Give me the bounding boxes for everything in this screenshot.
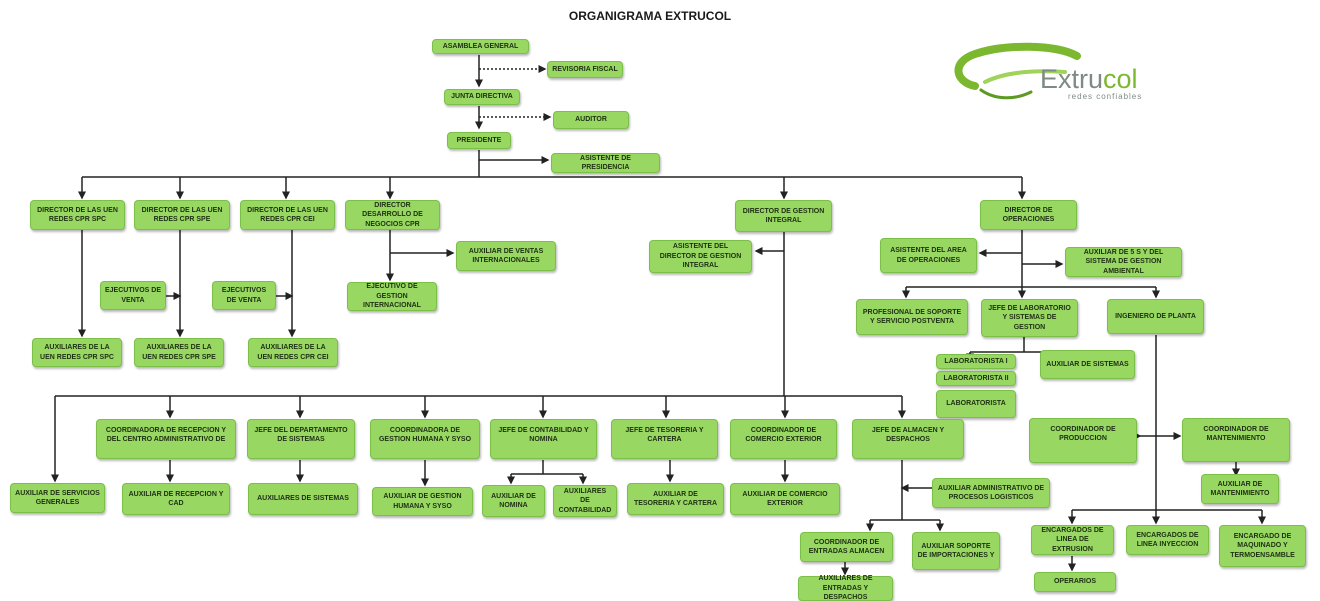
- node-auxiliar-procesos-logisticos: AUXILIAR ADMINISTRATIVO DE PROCESOS LOGI…: [932, 478, 1050, 508]
- node-encargado-maquinado: ENCARGADO DE MAQUINADO Y TERMOENSAMBLE: [1219, 525, 1306, 567]
- node-coordinadora-gestion-humana: COORDINADORA DE GESTION HUMANA Y SySO: [370, 419, 480, 459]
- node-director-uen-cei: DIRECTOR DE LAS UEN REDES CPR CEI: [240, 200, 335, 230]
- node-auxiliar-sistemas-lab: AUXILIAR de SISTEMAS: [1040, 350, 1135, 379]
- node-auxiliar-tesoreria: AUXILIAR DE TESORERIA Y CARTERA: [627, 483, 724, 515]
- logo-wordmark-prefix: Extru: [1040, 64, 1104, 94]
- node-director-operaciones: DIRECTOR DE OPERACIONES: [980, 200, 1077, 230]
- node-auditor: AUDITOR: [553, 111, 629, 129]
- node-asistente-area-operaciones: ASISTENTE DEL AREA DE OPERACIONES: [880, 238, 977, 273]
- node-asistente-director-gestion: ASISTENTE DEL DIRECTOR DE GESTION INTEGR…: [649, 240, 752, 273]
- node-presidente: PRESIDENTE: [447, 132, 511, 149]
- node-operarios: OPERARIOS: [1034, 572, 1116, 592]
- node-coordinador-produccion: COORDINADOR DE PRODUCCION: [1029, 418, 1137, 463]
- node-auxiliares-uen-cei: AUXILIARES DE LA UEN REDES CPR CEI: [248, 338, 338, 367]
- node-jefe-contabilidad: JEFE DE CONTABILIDAD Y NOMINA: [490, 419, 597, 459]
- node-coordinador-comercio-exterior: COORDINADOR DE COMERCIO EXTERIOR: [730, 419, 837, 459]
- node-auxiliar-comercio-exterior: AUXILIAR DE COMERCIO EXTERIOR: [730, 483, 840, 515]
- node-director-uen-spc: DIRECTOR DE LAS UEN REDES CPR SPC: [30, 200, 125, 230]
- node-coordinador-entradas: COORDINADOR DE ENTRADAS ALMACEN: [800, 532, 893, 562]
- node-revisoria: REVISORIA FISCAL: [547, 61, 623, 78]
- node-director-gestion-integral: DIRECTOR DE GESTION INTEGRAL: [735, 200, 832, 232]
- node-coordinador-mantenimiento: COORDINADOR DE MANTENIMIENTO: [1182, 418, 1290, 462]
- node-director-desarrollo: DIRECTOR DESARROLLO DE NEGOCIOS CPR: [345, 200, 440, 230]
- node-auxiliares-entradas: AUXILIARES DE ENTRADAS Y DESPACHOS: [798, 575, 893, 601]
- node-encargados-extrusion: ENCARGADOS DE LINEA DE EXTRUSION: [1031, 525, 1114, 555]
- node-auxiliares-contabilidad: AUXILIARES DE CONTABILIDAD: [553, 485, 617, 517]
- node-auxiliares-uen-spc: AUXILIARES DE LA UEN REDES CPR SPC: [32, 338, 122, 367]
- node-asamblea: ASAMBLEA GENERAL: [432, 39, 529, 54]
- node-auxiliar-gestion-humana: AUXILIAR DE GESTION HUMANA Y SYSO: [372, 487, 473, 516]
- node-profesional-soporte: PROFESIONAL DE SOPORTE Y SERVICIO POSTVE…: [856, 299, 968, 335]
- node-jefe-sistemas: JEFE DEL DEPARTAMENTO DE SISTEMAS: [247, 419, 355, 459]
- node-laboratorista-1: LABORATORISTA I: [936, 354, 1016, 369]
- node-coordinadora-recepcion: COORDINADORA DE RECEPCION Y DEL CENTRO A…: [96, 419, 236, 459]
- node-ingeniero-planta: INGENIERO DE PLANTA: [1107, 299, 1204, 334]
- node-ejecutivos-venta-cei: EJECUTIVOS DE VENTA: [212, 281, 276, 310]
- extrucol-logo: [954, 42, 1081, 100]
- node-auxiliar-recepcion: AUXILIAR DE RECEPCION Y CAD: [122, 483, 230, 515]
- node-jefe-almacen: JEFE DE ALMACEN Y DESPACHOS: [852, 419, 964, 459]
- node-ejecutivos-venta-spe: EJECUTIVOS DE VENTA: [100, 281, 166, 310]
- node-auxiliar-servicios-generales: AUXILIAR DE SERVICIOS GENERALES: [10, 483, 105, 513]
- node-jefe-laboratorio: JEFE DE LABORATORIO Y SISTEMAS DE GESTIO…: [981, 299, 1078, 337]
- node-auxiliar-soporte-importaciones: AUXILIAR SOPORTE DE IMPORTACIONES Y: [912, 532, 1000, 570]
- node-auxiliar-ventas-internacionales: AUXILIAR DE VENTAS INTERNACIONALES: [456, 241, 556, 271]
- node-auxiliar-mantenimiento: AUXILIAR DE MANTENIMIENTO: [1201, 474, 1279, 504]
- node-director-uen-spe: DIRECTOR DE LAS UEN REDES CPR SPE: [134, 200, 230, 230]
- logo-wordmark: Extrucol: [1040, 64, 1138, 95]
- node-jefe-tesoreria: JEFE DE TESORERIA Y CARTERA: [611, 419, 718, 459]
- node-laboratorista-2: LABORATORISTA II: [936, 371, 1016, 386]
- node-auxiliar-5s: AUXILIAR DE 5 S Y DEL SISTEMA DE GESTION…: [1065, 247, 1182, 277]
- node-auxiliar-nomina: AUXILIAR DE NOMINA: [482, 485, 545, 517]
- node-ejecutivo-gestion-internacional: EJECUTIVO DE GESTION INTERNACIONAL: [347, 282, 437, 311]
- logo-wordmark-suffix: col: [1103, 64, 1138, 94]
- logo-tagline: redes confiables: [1068, 92, 1143, 101]
- node-laboratorista: LABORATORISTA: [936, 390, 1016, 418]
- node-auxiliares-uen-spe: AUXILIARES DE LA UEN REDES CPR SPE: [134, 338, 224, 367]
- node-encargados-inyeccion: ENCARGADOS DE LINEA INYECCION: [1126, 525, 1209, 555]
- page-title: ORGANIGRAMA EXTRUCOL: [568, 9, 732, 23]
- node-asistente-presidencia: ASISTENTE DE PRESIDENCIA: [551, 153, 660, 173]
- node-auxiliares-sistemas: AUXILIARES DE SISTEMAS: [248, 483, 358, 515]
- node-junta: JUNTA DIRECTIVA: [444, 89, 520, 105]
